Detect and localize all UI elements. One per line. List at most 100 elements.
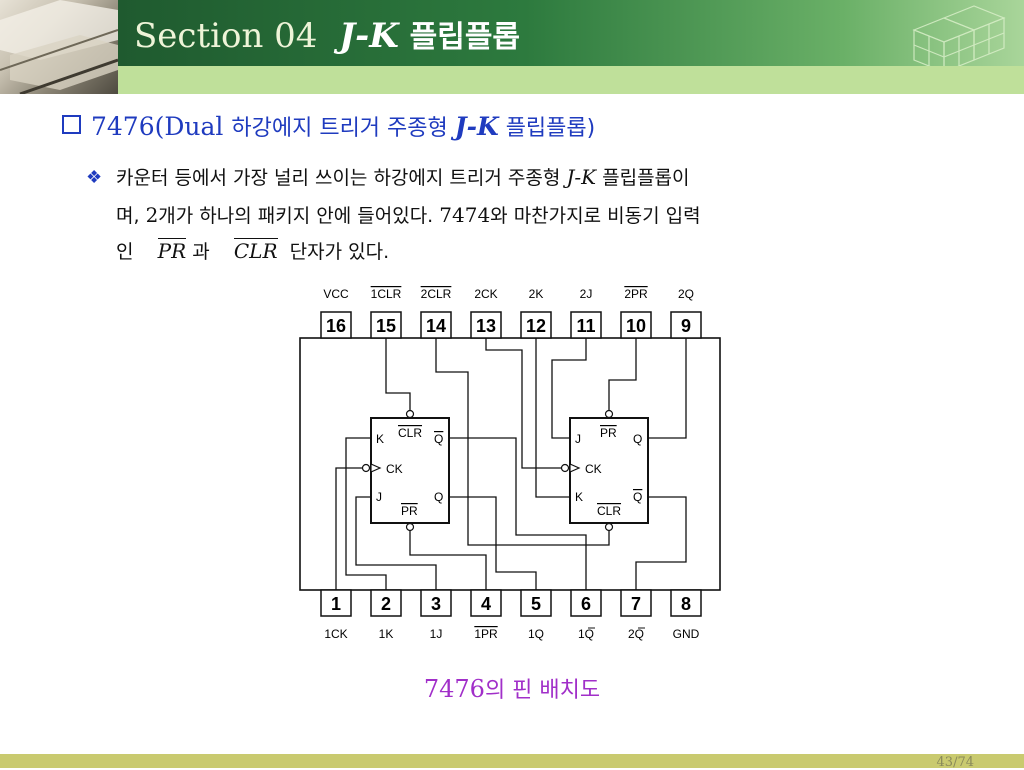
ff2-k-label: K — [575, 490, 583, 504]
flipflop-1 — [370, 417, 450, 524]
pin-box-3 — [420, 589, 452, 617]
pin-num-13: 13 — [476, 316, 496, 336]
pin-label-12: 2K — [529, 287, 544, 301]
pin-num-2: 2 — [381, 594, 391, 614]
bullet-heading-korean1: 하강에지 트리거 주종형 — [231, 116, 455, 141]
pin-num-12: 12 — [526, 316, 546, 336]
ff1-ck-label: CK — [386, 462, 403, 476]
pin-num-7: 7 — [631, 594, 641, 614]
ff2-clr-label: CLR — [597, 504, 621, 518]
body-line-2: 며, 2개가 하나의 패키지 안에 들어있다. 7474와 마찬가지로 비동기 … — [116, 201, 701, 228]
pin-num-4: 4 — [481, 594, 491, 614]
pin-label-3: 1J — [430, 627, 443, 641]
pin-label-2: 1K — [379, 627, 394, 641]
ff1-pr-bubble — [405, 522, 415, 532]
pin-label-11: 2J — [580, 287, 593, 301]
body-line2-num2: 7474 — [439, 203, 491, 227]
body-line3-clr-overbar: CLR — [233, 238, 278, 263]
ff1-k-label: K — [376, 432, 384, 446]
pin-num-6: 6 — [581, 594, 591, 614]
pin-num-16: 16 — [326, 316, 346, 336]
body-line-3: 인 PR 과 CLR 단자가 있다. — [116, 237, 389, 264]
body-line2-num1: 2 — [145, 203, 159, 227]
title-underline-band — [118, 66, 1024, 94]
pin-box-6 — [570, 589, 602, 617]
pin-num-9: 9 — [681, 316, 691, 336]
title-jk: J-K — [339, 16, 399, 56]
pin-diagram: VCC 1CLR 2CLR 2CK 2K 2J 2PR 2Q 16 15 14 … — [299, 287, 721, 641]
pin-box-9 — [670, 311, 702, 339]
ff1-clock-triangle — [370, 463, 382, 473]
body-line3-text-b: 과 — [192, 241, 210, 263]
pin-label-9: 2Q — [678, 287, 694, 301]
ff2-j-label: J — [575, 432, 581, 446]
ff1-ck-bubble — [361, 463, 371, 473]
bullet-heading-korean2: 플립플롭) — [498, 116, 596, 141]
slide-title: Section 04 J-K 플립플롭 — [134, 12, 520, 56]
pin-num-5: 5 — [531, 594, 541, 614]
pin-box-11 — [570, 311, 602, 339]
ff1-clr-label: CLR — [398, 426, 422, 440]
pin-box-13 — [470, 311, 502, 339]
ff2-q-label: Q — [633, 432, 642, 446]
ff1-qbar-label: Q — [434, 432, 443, 446]
pin-label-4: 1PR — [474, 627, 498, 641]
figure-caption: 7476의 핀 배치도 — [0, 672, 1024, 704]
body-line1-text-b: 플립플롭이 — [596, 167, 690, 189]
body-line3-text-a: 인 — [116, 241, 134, 263]
pin-label-5: 1Q — [528, 627, 544, 641]
body-line1-text-a: 카운터 등에서 가장 널리 쓰이는 하강에지 트리거 주종형 — [116, 167, 567, 189]
ff1-q-label: Q — [434, 490, 443, 504]
caption-num: 7476 — [423, 675, 485, 703]
body-line2-text-a: 며, — [116, 205, 146, 227]
body-line2-text-c: 와 마찬가지로 비동기 입력 — [490, 205, 701, 227]
pin-box-16 — [320, 311, 352, 339]
header-photo — [0, 0, 118, 94]
pin-label-10: 2PR — [624, 287, 648, 301]
ff2-clock-triangle — [569, 463, 581, 473]
ff2-clr-bubble — [604, 522, 614, 532]
pin-label-16: VCC — [323, 287, 349, 301]
pin-num-10: 10 — [626, 316, 646, 336]
cube-decoration — [912, 5, 1006, 66]
bullet-heading-prefix: 7476(Dual — [91, 112, 232, 141]
pin-label-8: GND — [673, 627, 700, 641]
caption-korean: 의 핀 배치도 — [484, 678, 601, 703]
ff2-ck-bubble — [560, 463, 570, 473]
pin-label-6: 1Q — [578, 627, 594, 641]
bullet-heading-jk: J-K — [454, 112, 499, 141]
pin-num-14: 14 — [426, 316, 446, 336]
pin-num-1: 1 — [331, 594, 341, 614]
square-bullet-icon — [62, 115, 81, 134]
ff1-pr-label: PR — [401, 504, 418, 518]
footer-bar — [0, 754, 1024, 768]
body-line3-text-c: 단자가 있다. — [289, 241, 390, 263]
pin-label-14: 2CLR — [421, 287, 452, 301]
ff2-qbar-label: Q — [633, 490, 642, 504]
pin-label-13: 2CK — [474, 287, 497, 301]
ic-package-outline — [299, 337, 721, 591]
flipflop-2 — [569, 417, 649, 524]
page-number: 43/74 — [936, 755, 974, 770]
body-line2-text-b: 개가 하나의 패키지 안에 들어있다. — [158, 205, 440, 227]
ff2-ck-label: CK — [585, 462, 602, 476]
title-korean: 플립플롭 — [409, 20, 521, 55]
pin-box-8 — [670, 589, 702, 617]
title-band: Section 04 J-K 플립플롭 — [118, 0, 1024, 66]
pin-num-3: 3 — [431, 594, 441, 614]
pin-box-1 — [320, 589, 352, 617]
bullet-heading: 7476(Dual 하강에지 트리거 주종형 J-K 플립플롭) — [62, 110, 595, 142]
diamond-bullet-icon: ❖ — [86, 167, 103, 188]
ff1-clr-bubble — [405, 409, 415, 419]
section-label: Section 04 — [134, 16, 318, 56]
body-line1-jk: J-K — [566, 165, 597, 189]
ff2-pr-bubble — [604, 409, 614, 419]
body-line3-pr-overbar: PR — [157, 238, 187, 263]
pin-label-1: 1CK — [324, 627, 347, 641]
wiring — [335, 338, 687, 590]
pin-box-12 — [520, 311, 552, 339]
pin-num-11: 11 — [576, 316, 595, 336]
pin-num-15: 15 — [376, 316, 396, 336]
pin-label-15: 1CLR — [371, 287, 402, 301]
ff1-j-label: J — [376, 490, 382, 504]
